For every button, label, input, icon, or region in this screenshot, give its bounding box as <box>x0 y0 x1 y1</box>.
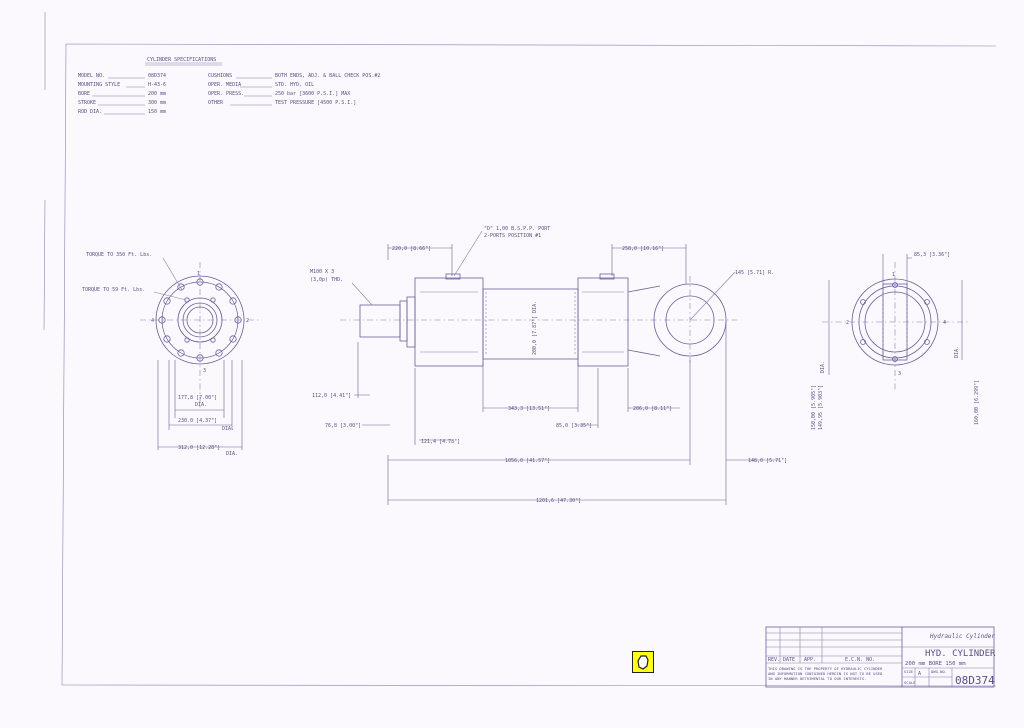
spec-value: 200 mm <box>148 91 166 97</box>
piston-rod <box>359 304 401 338</box>
position-label: 3 <box>203 368 206 374</box>
binding-line <box>43 12 46 331</box>
spec-label: CUSHIONS <box>208 73 232 79</box>
position-label: 2 <box>846 320 849 326</box>
thread-note: M100 X 3 <box>310 269 334 275</box>
spec-label: MOUNTING STYLE <box>78 82 120 88</box>
dimension-label: 149,95 [5.903"] <box>818 385 824 430</box>
title-block-header: REV. <box>768 657 780 663</box>
position-label: 4 <box>151 318 154 324</box>
dimension-label: 230.0 [4.37"] <box>178 418 217 424</box>
dimension-label: 258,0 [10.16"] <box>622 246 664 252</box>
drawing-description: 200 mm BORE 150 mm <box>905 661 966 667</box>
spec-label: OPER. PRESS. <box>208 91 244 97</box>
dimension-label: 220,0 [8.66"] <box>392 246 431 252</box>
position-label: 3 <box>898 371 901 377</box>
spec-value: H-43-6 <box>148 82 166 88</box>
dimension-label: 200,0 [7.87"] DIA. <box>532 301 538 355</box>
torque-note: TORQUE TO 59 Ft. Lbs. <box>82 287 145 293</box>
scale-label: SCALE <box>904 680 916 685</box>
position-label: 1 <box>197 271 200 277</box>
sheet-border <box>61 43 997 687</box>
spec-value: 250 bar [3600 P.S.I.] MAX <box>275 91 350 97</box>
dimension-label: 76,8 [3.00"] <box>325 423 361 429</box>
port-note: 2-PORTS POSITION #1 <box>484 233 541 239</box>
dimension-label: 312,0 [12.28"] <box>178 445 220 451</box>
dimension-label: 121,4 [4.78"] <box>421 439 460 445</box>
position-label: 4 <box>943 320 946 326</box>
company-logo: Hydraulic Cylinder <box>929 633 995 640</box>
size-label: SIZE <box>904 669 914 674</box>
title-block-header: APP. <box>804 657 816 663</box>
rear-head <box>577 277 629 367</box>
size-value: A <box>918 671 921 677</box>
spec-value: 08D374 <box>148 73 166 79</box>
title-block: REV. DATE APP. E.C.N. NO. THIS DRAWING I… <box>765 626 996 688</box>
drawing-title: HYD. CYLINDER <box>925 649 996 659</box>
dimension-label: DIA. <box>954 346 960 358</box>
dimension-label: DIA. <box>820 361 826 373</box>
dimension-label: 150,00 [5.905"] <box>811 385 817 430</box>
dimension-label: DIA. <box>222 426 234 432</box>
cylinder-side-view: 145 [5.71] R. "D" 1,00 B.S.P.P. PORT 2-P… <box>310 226 787 505</box>
bolt-holes <box>158 278 242 362</box>
flange-front-view: 1 2 3 4 TORQUE TO 350 Ft. Lbs. TORQUE TO… <box>82 252 262 457</box>
spec-label: OTHER <box>208 100 224 106</box>
dimension-label: 112,0 [4.41"] <box>312 393 351 399</box>
spec-value: BOTH ENDS, ADJ. & BALL CHECK POS.#2 <box>275 73 380 79</box>
spec-value: TEST PRESSURE [4500 P.S.I.] <box>275 100 356 106</box>
title-block-header: DATE <box>783 657 795 663</box>
specifications-block: CYLINDER SPECIFICATIONS MODEL NO. 08D374… <box>78 57 380 115</box>
dimension-label: 160,00 [6.299"] <box>974 380 980 425</box>
sticky-marker[interactable] <box>632 651 654 673</box>
spec-label: BORE <box>78 91 90 97</box>
spec-label: ROD DIA. <box>78 109 102 115</box>
dimension-label: 148,0 [5.71"] <box>748 458 787 464</box>
front-head <box>414 277 484 367</box>
dwg-label: DWG.NO. <box>931 669 947 674</box>
cylinder-end-view: 1 2 3 4 85,3 [3.36"] DIA. DIA. 150,00 [5… <box>811 252 980 430</box>
dimension-label: 1056,0 [41.57"] <box>505 458 550 464</box>
cylinder-tube <box>482 288 579 360</box>
port-note: "D" 1,00 B.S.P.P. PORT <box>484 226 550 232</box>
disclaimer-text: THIS DRAWING IS THE PROPERTY OF HYDRAULI… <box>768 666 883 671</box>
clevis <box>627 285 661 357</box>
dimension-label: 343,3 [13.51"] <box>508 406 550 412</box>
spec-label: MODEL NO. <box>78 73 105 79</box>
dimension-label: 206,0 [8.11"] <box>633 406 672 412</box>
dimension-label: DIA. <box>226 451 238 457</box>
spec-label: OPER. MEDIA <box>208 82 241 88</box>
thread-note: (3,0p) THD. <box>310 277 343 283</box>
radius-label: 145 [5.71] R. <box>735 270 774 276</box>
dimension-label: 85,3 [3.36"] <box>914 252 950 258</box>
dimension-label: 85,0 [3.35"] <box>556 423 592 429</box>
spec-value: STD. HYD. OIL <box>275 82 314 88</box>
spec-label: STROKE <box>78 100 96 106</box>
drawing-number: 08D374 <box>955 674 995 687</box>
spec-value: 300 mm <box>148 100 166 106</box>
dimension-label: DIA. <box>195 402 207 408</box>
dimension-label: 1201,6 [47.30"] <box>536 498 581 504</box>
pin-icon <box>637 655 649 670</box>
disclaimer-text: IN ANY MANNER DETRIMENTAL TO OUR INTERES… <box>768 676 866 681</box>
position-label: 1 <box>892 272 895 278</box>
torque-note: TORQUE TO 350 Ft. Lbs. <box>86 252 152 258</box>
dimension-label: 177,8 [7.00"] <box>178 395 217 401</box>
spec-value: 150 mm <box>148 109 166 115</box>
disclaimer-text: AND INFORMATION CONTAINED HEREIN IS NOT … <box>768 671 883 676</box>
position-label: 2 <box>246 318 249 324</box>
spec-title: CYLINDER SPECIFICATIONS <box>147 57 216 63</box>
title-block-header: E.C.N. NO. <box>845 657 875 663</box>
